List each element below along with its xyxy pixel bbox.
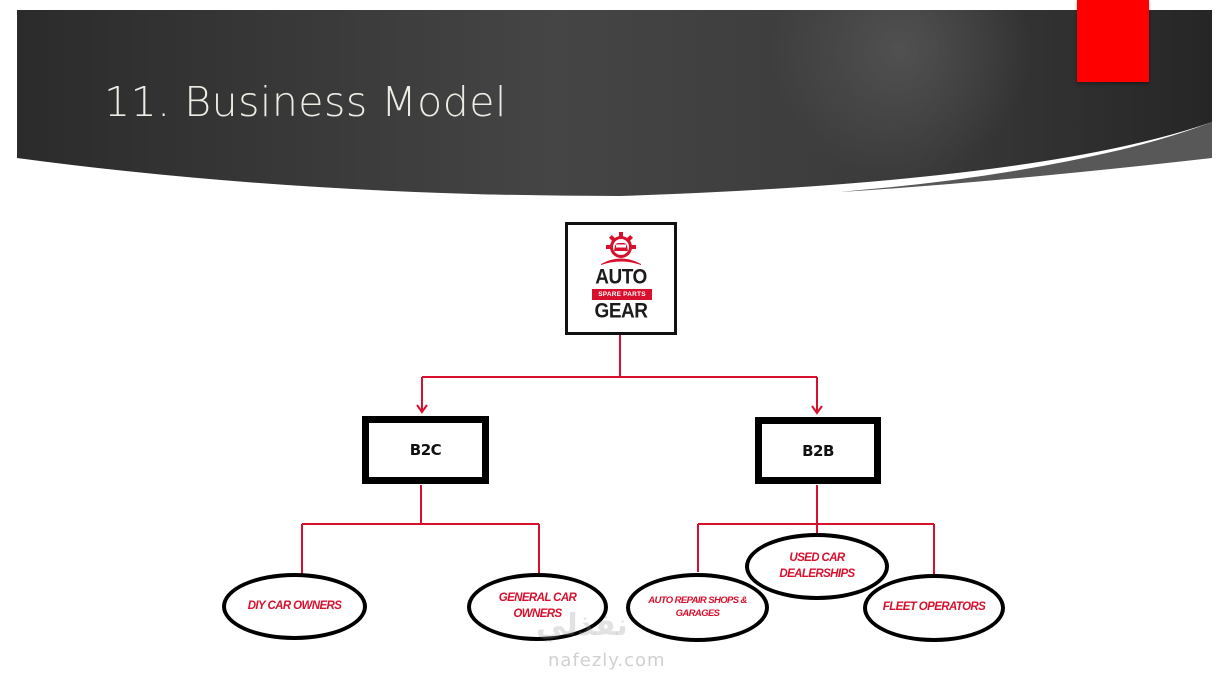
arrow-head-b2c	[416, 404, 428, 414]
page-title: 11. Business Model	[104, 78, 507, 126]
segment-label: AUTO REPAIR SHOPS & GARAGES	[648, 594, 747, 619]
segment-used-car-dealerships: USED CAR DEALERSHIPS	[745, 533, 889, 600]
segment-general-car-owners: GENERAL CAR OWNERS	[467, 573, 608, 641]
segment-diy-car-owners: DIY CAR OWNERS	[222, 573, 367, 640]
accent-tab	[1077, 0, 1149, 82]
watermark-site: nafezly.com	[548, 650, 666, 671]
arrow-head-b2b	[811, 405, 823, 415]
segment-auto-repair-shops: AUTO REPAIR SHOPS & GARAGES	[626, 573, 769, 642]
category-box-b2c: B2C	[362, 416, 489, 484]
segment-fleet-operators: FLEET OPERATORS	[863, 574, 1005, 642]
segment-label: DIY CAR OWNERS	[247, 599, 342, 612]
company-logo-box: AUTO SPARE PARTS GEAR	[565, 222, 677, 335]
logo-text-spare-parts: SPARE PARTS	[592, 289, 652, 300]
logo-text-gear: GEAR	[594, 299, 648, 323]
car-gear-icon	[601, 232, 641, 265]
segment-label: FLEET OPERATORS	[882, 601, 986, 614]
header-banner	[17, 10, 1212, 196]
segment-label: GENERAL CAR OWNERS	[498, 592, 577, 620]
category-box-b2b: B2B	[755, 417, 881, 484]
watermark-logo: نفذلي	[536, 608, 629, 643]
segment-label: USED CAR DEALERSHIPS	[779, 551, 855, 580]
logo-text-auto: AUTO	[595, 265, 647, 289]
